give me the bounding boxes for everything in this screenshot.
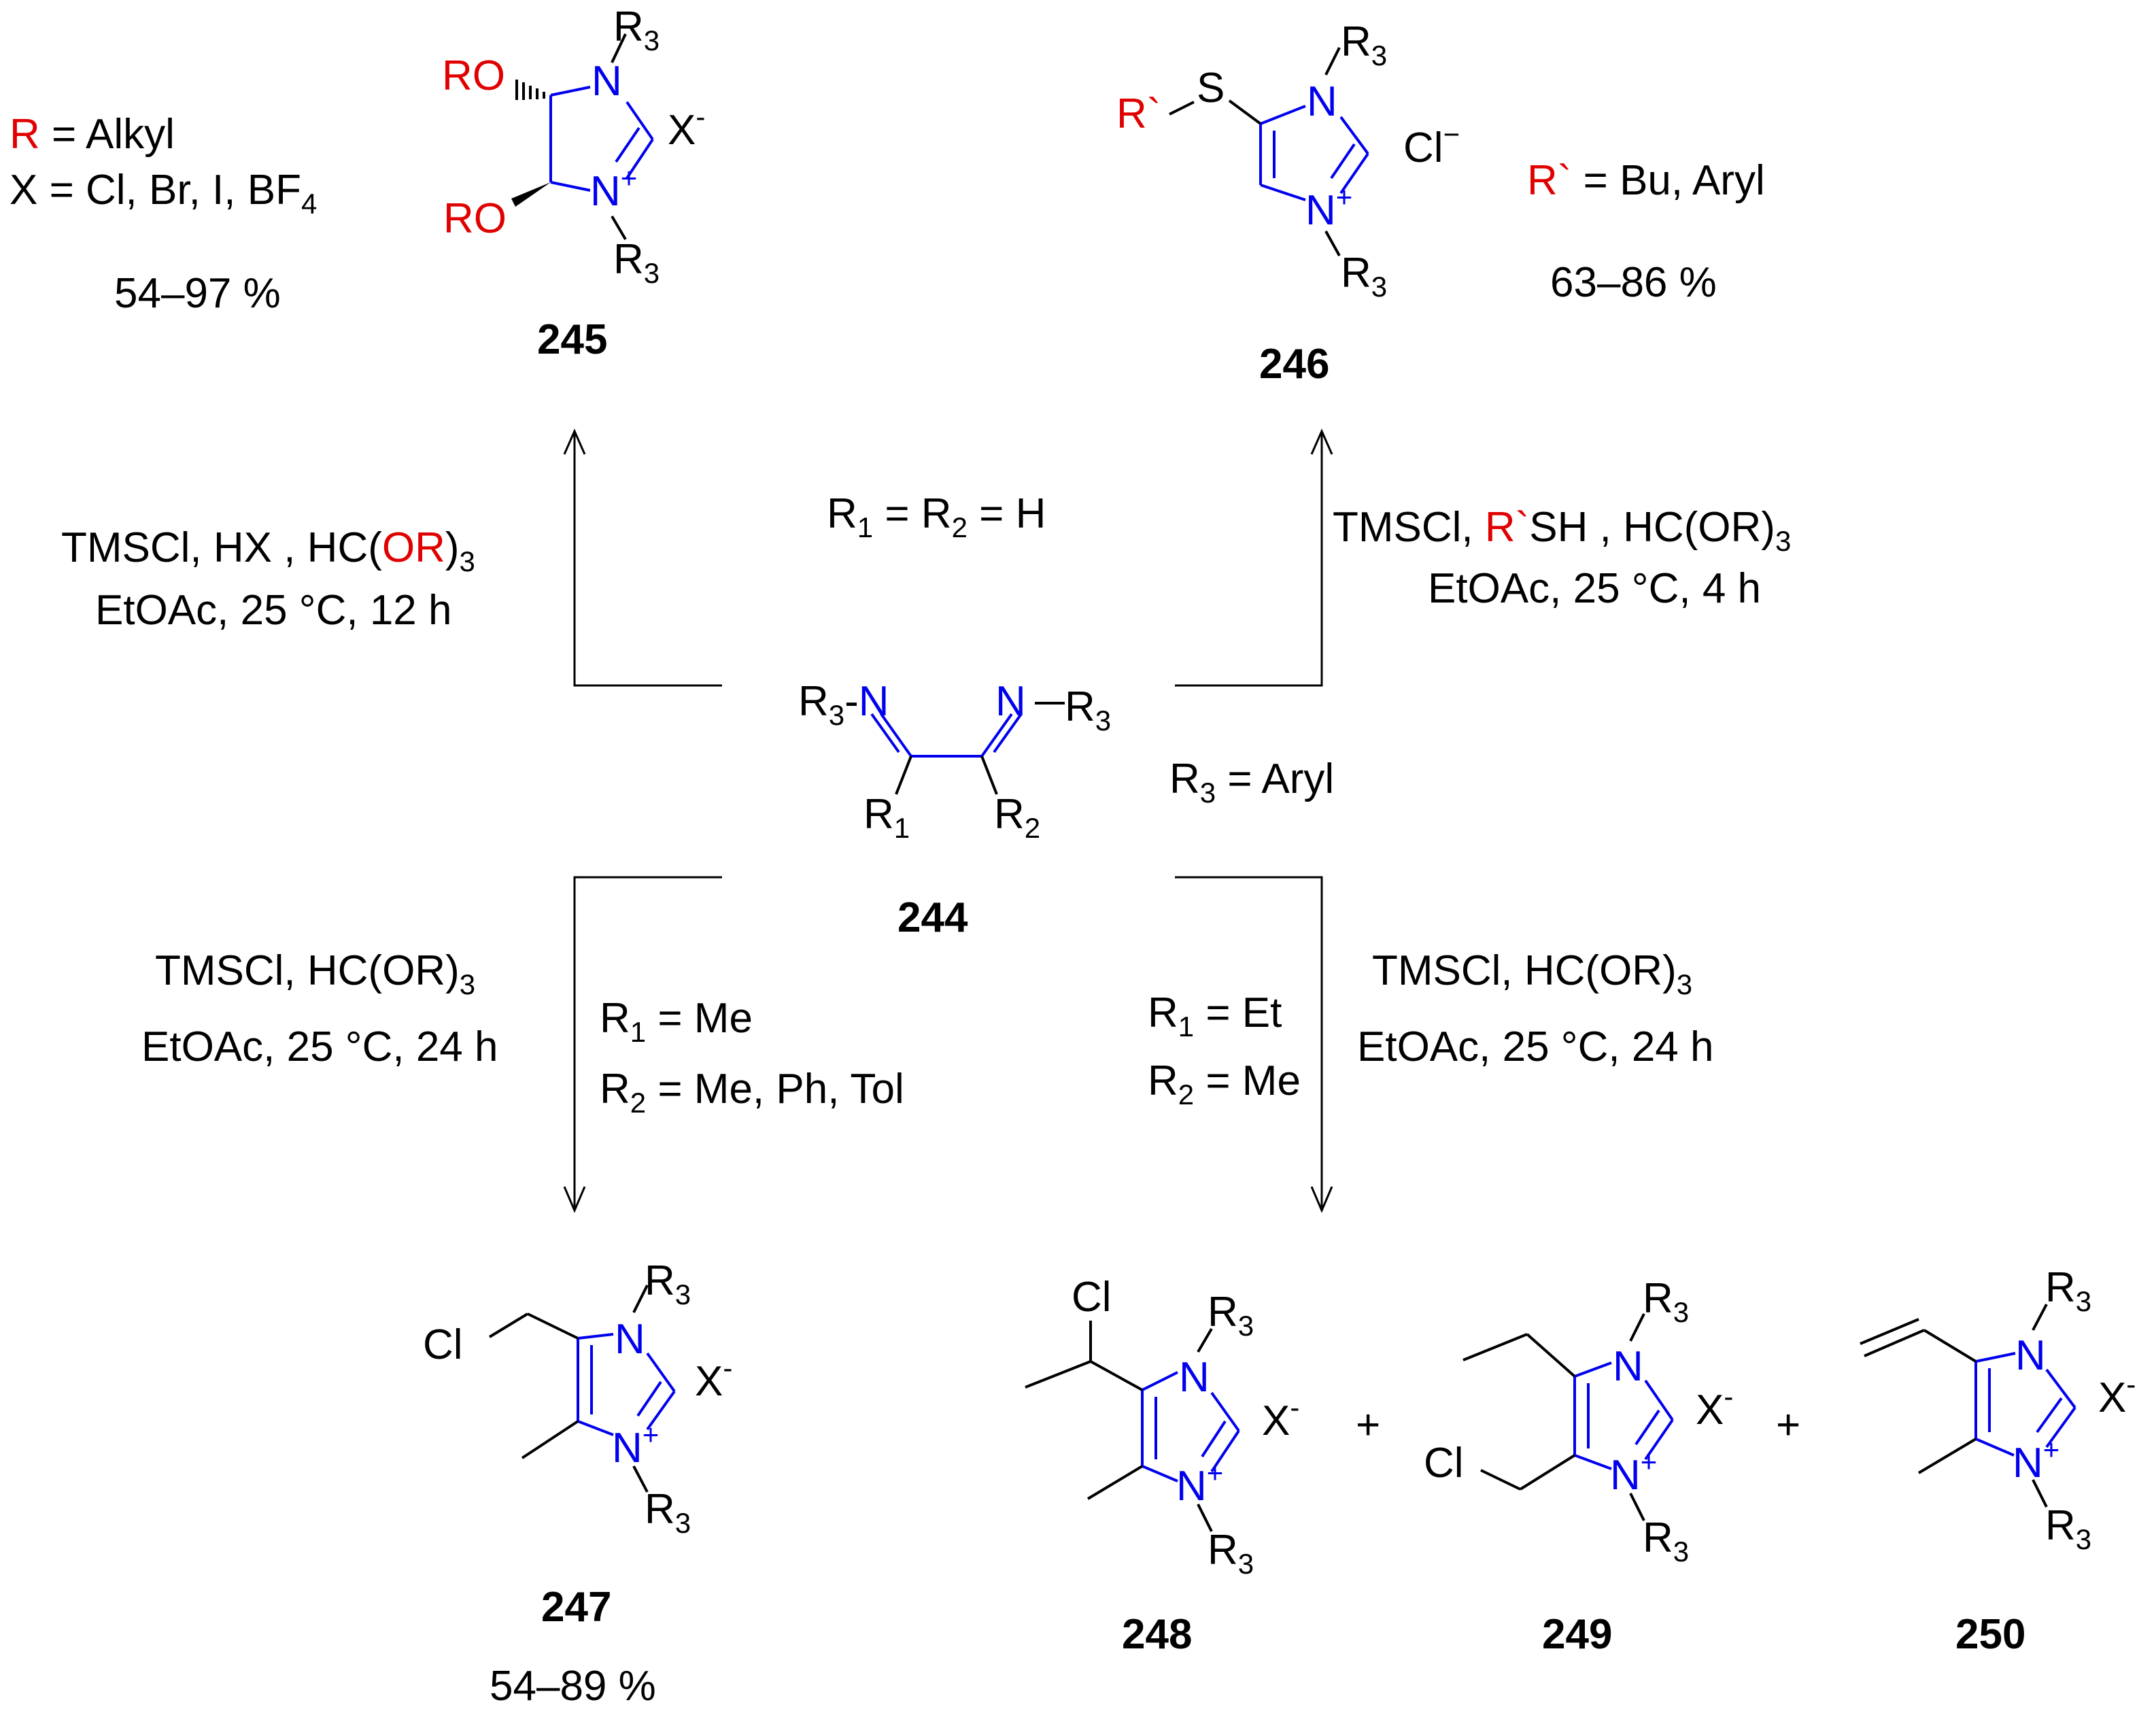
atom-r3-bottom-246: R3: [1341, 250, 1387, 303]
compound-250-label: 250: [1955, 1611, 2025, 1658]
atom-n3-plus-247: N+: [612, 1419, 659, 1472]
atom-r3-bottom-248: R3: [1208, 1527, 1254, 1580]
substituent-r3-aryl: R3 = Aryl: [1169, 756, 1334, 809]
compound-244-label: 244: [897, 894, 968, 941]
arrow-to-246: [1175, 428, 1333, 687]
conditions-bottom-left-line1: TMSCl, HC(OR)3: [155, 947, 475, 1000]
atom-x-minus-247: X-: [695, 1352, 732, 1405]
conditions-bottom-left-line2: EtOAc, 25 °C, 24 h: [141, 1023, 498, 1070]
compound-249-label: 249: [1542, 1611, 1612, 1658]
arrow-to-245: [563, 428, 722, 687]
conditions-top-right-line2: EtOAc, 25 °C, 4 h: [1428, 565, 1761, 612]
atom-cl-248: Cl: [1072, 1274, 1112, 1321]
conditions-top-right-line1: TMSCl, R`SH , HC(OR)3: [1333, 504, 1791, 557]
substituent-bl-r2: R2 = Me, Ph, Tol: [600, 1066, 904, 1119]
atom-r1: R1: [863, 791, 910, 844]
atom-n3-plus: N+: [590, 162, 637, 215]
atom-n3-plus-250: N+: [2013, 1434, 2059, 1487]
atom-r3-right: R3: [1065, 683, 1111, 736]
atom-n1-250: N: [2015, 1332, 2046, 1379]
compound-247-structure: Cl N N+ R3 R3 X-: [423, 1257, 732, 1539]
conditions-top-left-line2: EtOAc, 25 °C, 12 h: [95, 587, 452, 634]
atom-x-minus-248: X-: [1262, 1391, 1299, 1444]
atom-r3-bottom: R3: [613, 236, 660, 289]
atom-n1-249: N: [1613, 1343, 1643, 1390]
plus-sign-2: +: [1776, 1402, 1800, 1448]
atom-ro-top: RO: [442, 52, 505, 99]
atom-r-prime: R`: [1116, 90, 1161, 137]
compound-248-label: 248: [1122, 1611, 1192, 1658]
arrow-to-247: [563, 876, 722, 1213]
atom-r3-top-246: R3: [1341, 18, 1387, 71]
legend-246-r: R` = Bu, Aryl: [1527, 157, 1765, 204]
atom-cl-minus: Cl−: [1403, 118, 1460, 171]
atom-r3-top-247: R3: [645, 1257, 691, 1310]
atom-r3-bottom-250: R3: [2045, 1502, 2091, 1555]
conditions-top-left-line1: TMSCl, HX , HC(OR)3: [61, 524, 475, 577]
atom-r3-left: R3-N: [798, 678, 889, 731]
arrow-to-248-250: [1175, 876, 1333, 1213]
atom-x-minus-249: X-: [1696, 1380, 1733, 1434]
atom-s: S: [1197, 65, 1225, 112]
atom-r3-bottom-247: R3: [645, 1486, 691, 1539]
atom-n3-plus-246: N+: [1305, 181, 1352, 234]
compound-250-structure: N N+ R3 R3 X-: [1860, 1264, 2136, 1555]
compound-246-label: 246: [1259, 341, 1329, 388]
conditions-bottom-right-line1: TMSCl, HC(OR)3: [1372, 947, 1692, 1000]
compound-245-structure: RO RO N N+ R3 R3 X-: [442, 3, 705, 289]
atom-r2: R2: [994, 791, 1040, 844]
legend-245-yield: 54–97 %: [114, 270, 281, 317]
atom-x-minus: X-: [668, 101, 705, 154]
yield-247: 54–89 %: [490, 1663, 656, 1710]
atom-r3-top-249: R3: [1643, 1275, 1689, 1328]
compound-245-label: 245: [537, 316, 607, 363]
substituent-r1-r2-h: R1 = R2 = H: [827, 490, 1046, 543]
compound-246-structure: R` S N N+ R3 R3 Cl−: [1116, 18, 1460, 303]
plus-sign-1: +: [1356, 1402, 1380, 1448]
compound-248-structure: Cl N N+ R3 R3 X-: [1025, 1274, 1299, 1580]
atom-r3-bottom-249: R3: [1643, 1514, 1689, 1567]
substituent-br-r2: R2 = Me: [1148, 1057, 1301, 1110]
atom-n1-248: N: [1179, 1354, 1210, 1401]
compound-249-structure: Cl N N+ R3 R3 X-: [1424, 1275, 1733, 1567]
atom-n1: N: [592, 58, 622, 105]
legend-246-yield: 63–86 %: [1550, 259, 1717, 306]
atom-cl-247: Cl: [423, 1321, 463, 1368]
atom-n1-246: N: [1307, 78, 1337, 125]
atom-x-minus-250: X-: [2098, 1368, 2136, 1421]
atom-n-right: N: [995, 678, 1026, 725]
atom-ro-bottom: RO: [443, 195, 507, 242]
compound-247-label: 247: [541, 1584, 611, 1631]
atom-cl-249: Cl: [1424, 1440, 1464, 1487]
substituent-bl-r1: R1 = Me: [600, 995, 753, 1048]
atom-n1-247: N: [615, 1316, 645, 1363]
conditions-bottom-right-line2: EtOAc, 25 °C, 24 h: [1357, 1023, 1714, 1070]
atom-r3-top: R3: [613, 3, 660, 56]
legend-245-x: X = Cl, Br, I, BF4: [10, 167, 317, 220]
legend-245-r: R = Alkyl: [10, 111, 175, 158]
atom-n3-plus-249: N+: [1610, 1446, 1657, 1499]
substituent-br-r1: R1 = Et: [1148, 989, 1282, 1042]
atom-r3-top-248: R3: [1208, 1289, 1254, 1342]
compound-244-structure: R3-N N R3 R1 R2: [798, 678, 1111, 844]
atom-r3-top-250: R3: [2045, 1264, 2091, 1317]
atom-n3-plus-248: N+: [1176, 1457, 1223, 1510]
